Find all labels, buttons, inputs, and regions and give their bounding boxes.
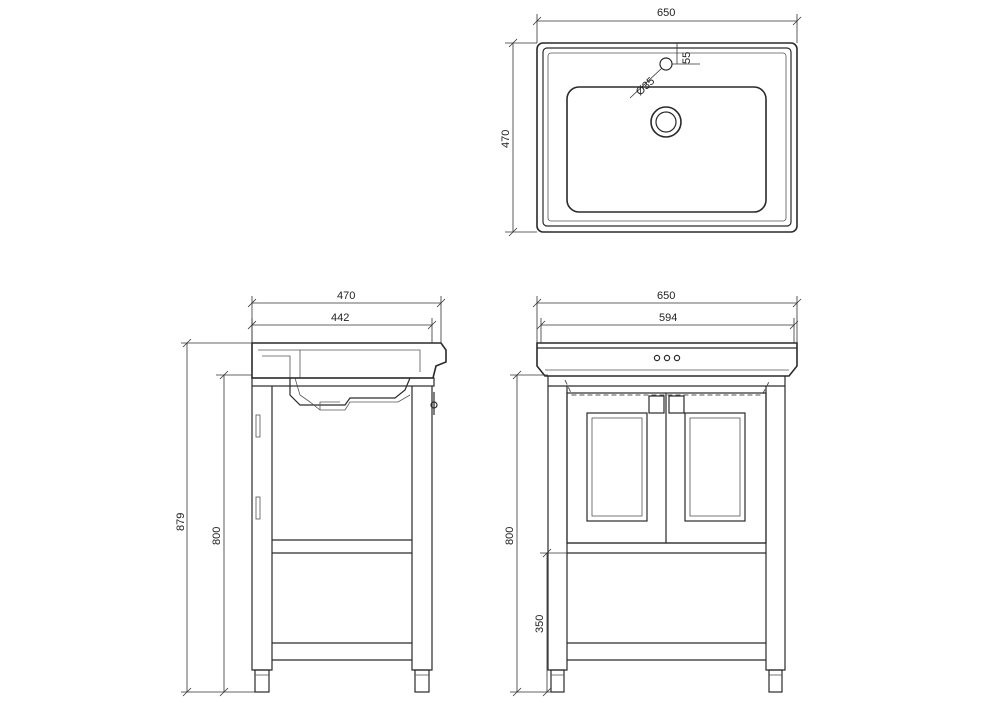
front-width-outer-label: 650 xyxy=(657,290,675,302)
left-door-panel xyxy=(586,412,648,522)
front-frame-height-label: 800 xyxy=(504,527,516,545)
top-width-label: 650 xyxy=(657,7,675,19)
side-width-outer-label: 470 xyxy=(337,290,355,302)
right-door-handle xyxy=(668,395,685,414)
right-door-panel xyxy=(684,412,746,522)
side-apron xyxy=(251,377,435,387)
top-depth-label: 470 xyxy=(500,130,512,148)
front-leg-right xyxy=(765,386,786,671)
side-frame-height-label: 800 xyxy=(211,527,223,545)
top-view: Ø35 55 650 470 xyxy=(500,7,802,237)
front-view: 650 594 800 350 xyxy=(504,290,802,697)
side-total-height-label: 879 xyxy=(175,513,187,531)
drain-outer xyxy=(650,106,682,138)
tap-offset-label: 55 xyxy=(681,52,693,64)
side-view: 470 442 879 800 xyxy=(175,290,447,697)
left-door-handle xyxy=(648,395,665,414)
side-basin xyxy=(251,342,447,379)
basin-outline xyxy=(536,42,798,233)
side-leg-back xyxy=(251,386,273,671)
side-leg-front xyxy=(411,386,433,671)
drain-inner xyxy=(655,111,677,133)
basin-bowl xyxy=(566,86,767,213)
tap-hole-label: Ø35 xyxy=(634,75,657,98)
front-shelf-height-label: 350 xyxy=(534,615,546,633)
front-leg-left xyxy=(547,386,568,671)
side-width-inner-label: 442 xyxy=(331,312,349,324)
front-width-inner-label: 594 xyxy=(659,312,677,324)
